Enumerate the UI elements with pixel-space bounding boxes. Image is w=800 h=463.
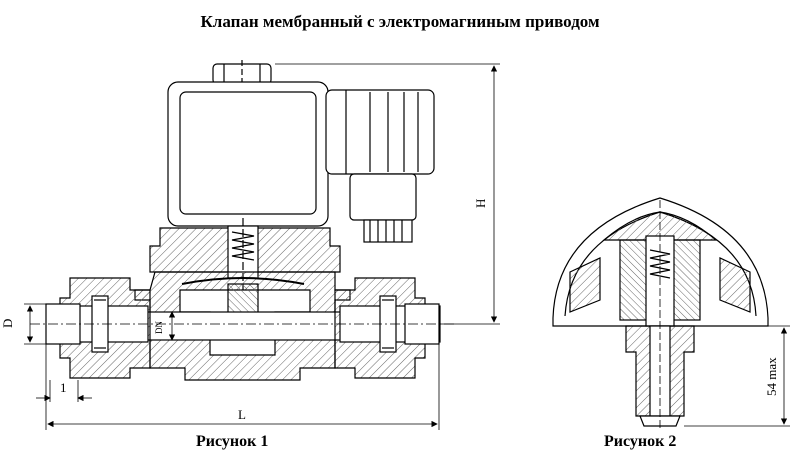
figure2-section	[552, 197, 790, 430]
figure1-caption: Рисунок 1	[196, 433, 269, 450]
page-title: Клапан мембранный с электромагниным прив…	[200, 12, 600, 31]
coil-body	[167, 81, 329, 227]
dim-L-label: L	[238, 407, 246, 422]
dim-one-label: 1	[60, 380, 67, 395]
figure2-caption: Рисунок 2	[604, 433, 677, 450]
cable-gland	[363, 219, 413, 243]
dim-H-label: H	[473, 199, 488, 208]
dim-DN-label: DN	[154, 321, 164, 334]
dim-D-label: D	[0, 319, 15, 328]
diaphragm	[181, 277, 305, 285]
dim-54max-label: 54 max	[764, 357, 779, 396]
figure1-valve	[24, 60, 500, 430]
